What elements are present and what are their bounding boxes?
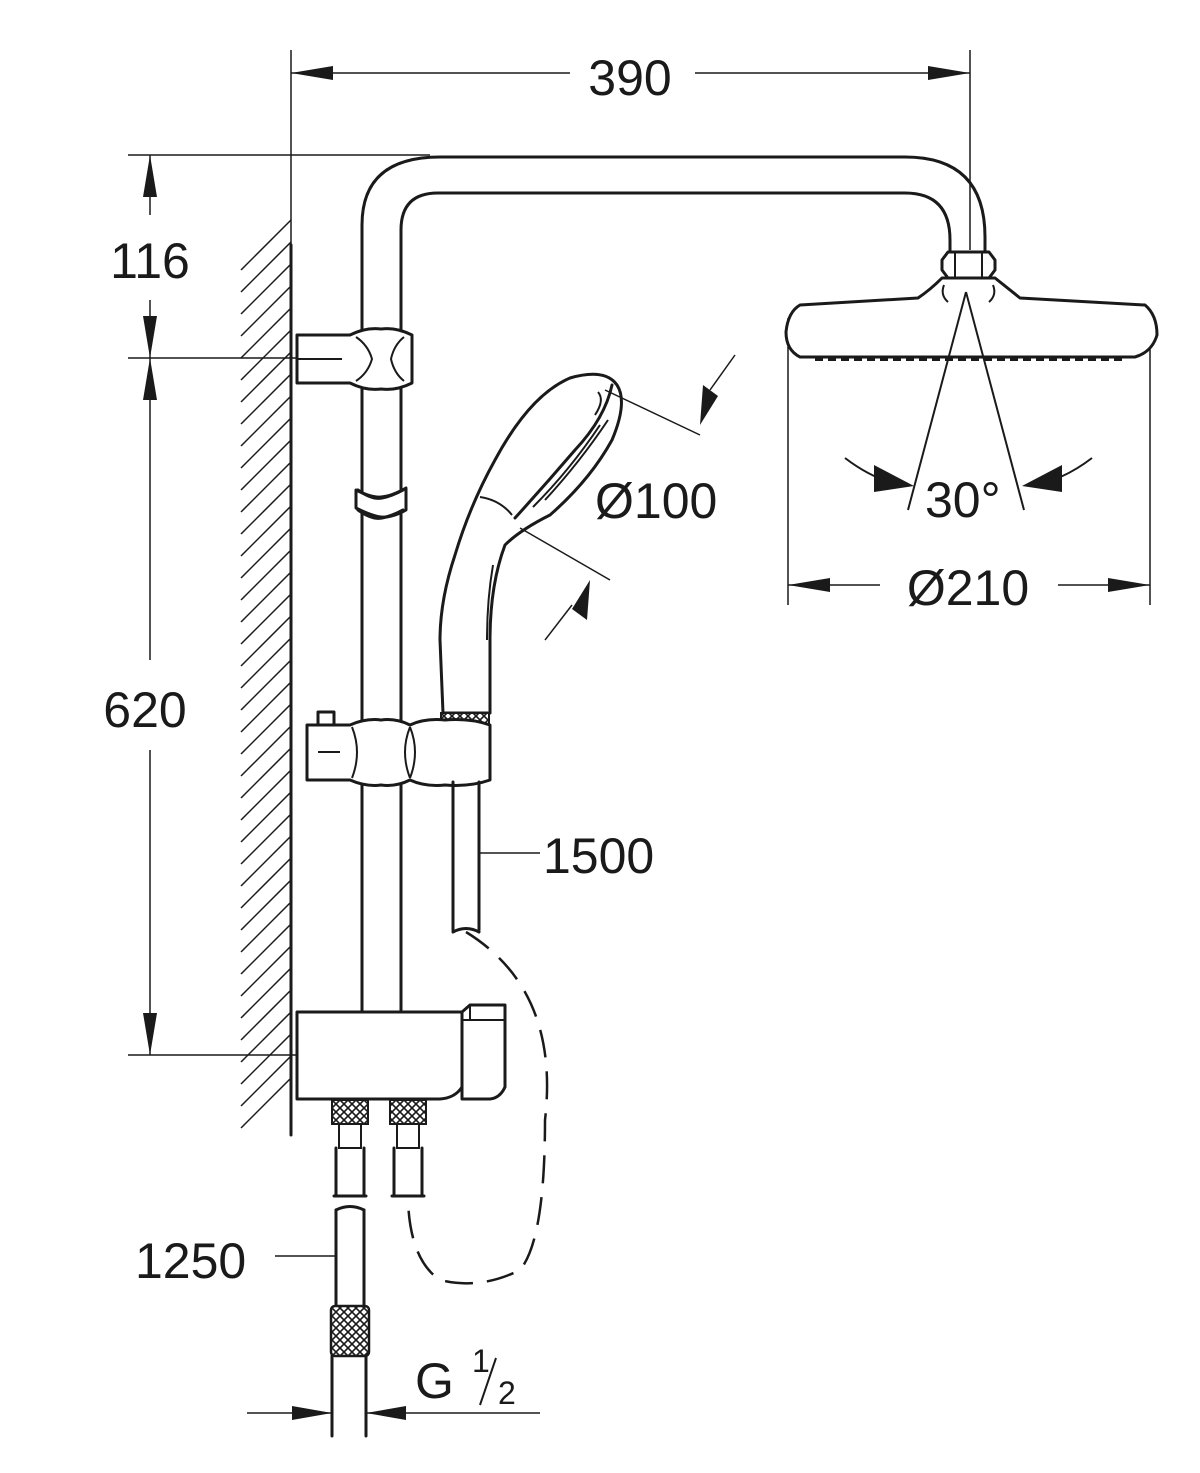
hatch-line	[240, 857, 292, 909]
label-rail-length: 620	[103, 682, 186, 738]
hatch-line	[240, 593, 292, 645]
hatch-line	[240, 571, 292, 623]
label-thread-num: 1	[472, 1343, 490, 1379]
hatch-line	[240, 307, 292, 359]
nozzle	[1010, 357, 1018, 361]
label-tilt-angle: 30°	[925, 472, 1001, 528]
nozzle	[1049, 357, 1057, 361]
hatch-line	[240, 615, 292, 667]
hatch-line	[240, 549, 292, 601]
hatch-line	[240, 637, 292, 689]
hatch-line	[240, 989, 292, 1041]
hatch-line	[240, 241, 292, 293]
nozzle	[880, 357, 888, 361]
hatch-line	[240, 417, 292, 469]
hatch-line	[240, 769, 292, 821]
hatch-line	[240, 813, 292, 865]
hatch-line	[240, 901, 292, 953]
hatch-line	[240, 483, 292, 535]
shower-arm	[360, 155, 987, 254]
nozzle	[919, 357, 927, 361]
nozzle	[1088, 357, 1096, 361]
label-hand-diameter: Ø100	[595, 473, 717, 529]
hatch-line	[240, 1077, 292, 1129]
hatch-line	[240, 945, 292, 997]
nozzle	[867, 357, 875, 361]
nozzle	[1075, 357, 1083, 361]
nozzle	[971, 357, 979, 361]
hatch-line	[240, 373, 292, 425]
dimension-620: 620	[103, 358, 187, 1055]
hatch-line	[240, 659, 292, 711]
label-head-diameter: Ø210	[907, 560, 1029, 616]
hatch-line	[240, 879, 292, 931]
hatch-line	[240, 219, 292, 271]
nozzle	[1114, 357, 1122, 361]
hatch-line	[240, 1055, 292, 1107]
hatch-line	[240, 285, 292, 337]
hatch-line	[240, 329, 292, 381]
nozzle	[906, 357, 914, 361]
hatch-line	[240, 681, 292, 733]
nozzle	[984, 357, 992, 361]
hatch-line	[240, 835, 292, 887]
nozzle	[958, 357, 966, 361]
extension-lines	[128, 50, 1151, 1436]
nozzle	[1036, 357, 1044, 361]
label-hand-hose-length: 1500	[543, 828, 654, 884]
thermostat-body	[295, 1003, 507, 1101]
label-arm-height: 116	[110, 233, 190, 289]
wall	[240, 219, 293, 1137]
hatch-line	[240, 1011, 292, 1063]
dimension-head-diameter: Ø210	[788, 560, 1150, 616]
nozzle	[997, 357, 1005, 361]
nozzle	[854, 357, 862, 361]
hatch-line	[240, 527, 292, 579]
dimension-390: 390	[291, 50, 970, 106]
nozzle	[828, 357, 836, 361]
hatch-line	[240, 967, 292, 1019]
top-wall-bracket	[295, 327, 414, 391]
label-thread-g: G	[415, 1353, 454, 1409]
label-thread-den: 2	[498, 1375, 516, 1411]
hatch-line	[240, 395, 292, 447]
nozzle	[1023, 357, 1031, 361]
label-arm-reach: 390	[588, 50, 671, 106]
hatch-line	[240, 725, 292, 777]
nozzle	[932, 357, 940, 361]
supply-connections: 1250	[135, 1099, 427, 1438]
hatch-line	[240, 351, 292, 403]
hatch-line	[240, 791, 292, 843]
hatch-line	[240, 923, 292, 975]
hatch-line	[240, 703, 292, 755]
label-supply-hose-length: 1250	[135, 1233, 246, 1289]
dimension-hand-diameter: Ø100	[519, 354, 736, 641]
nozzle	[841, 357, 849, 361]
dimension-thread: G 1 2	[247, 1343, 540, 1420]
hand-hose: 1500	[406, 780, 654, 1285]
nozzle	[1101, 357, 1109, 361]
hatch-line	[240, 747, 292, 799]
nozzle	[893, 357, 901, 361]
hand-shower	[438, 372, 623, 726]
rail-slider	[305, 710, 492, 787]
head-shower: 30°	[784, 250, 1159, 528]
hatch-line	[240, 505, 292, 557]
hatch-line	[240, 439, 292, 491]
hatch-line	[240, 1033, 292, 1085]
nozzle	[815, 357, 823, 361]
dimension-116: 116	[110, 155, 190, 358]
hatch-line	[240, 263, 292, 315]
nozzle	[1062, 357, 1070, 361]
hatch-line	[240, 461, 292, 513]
